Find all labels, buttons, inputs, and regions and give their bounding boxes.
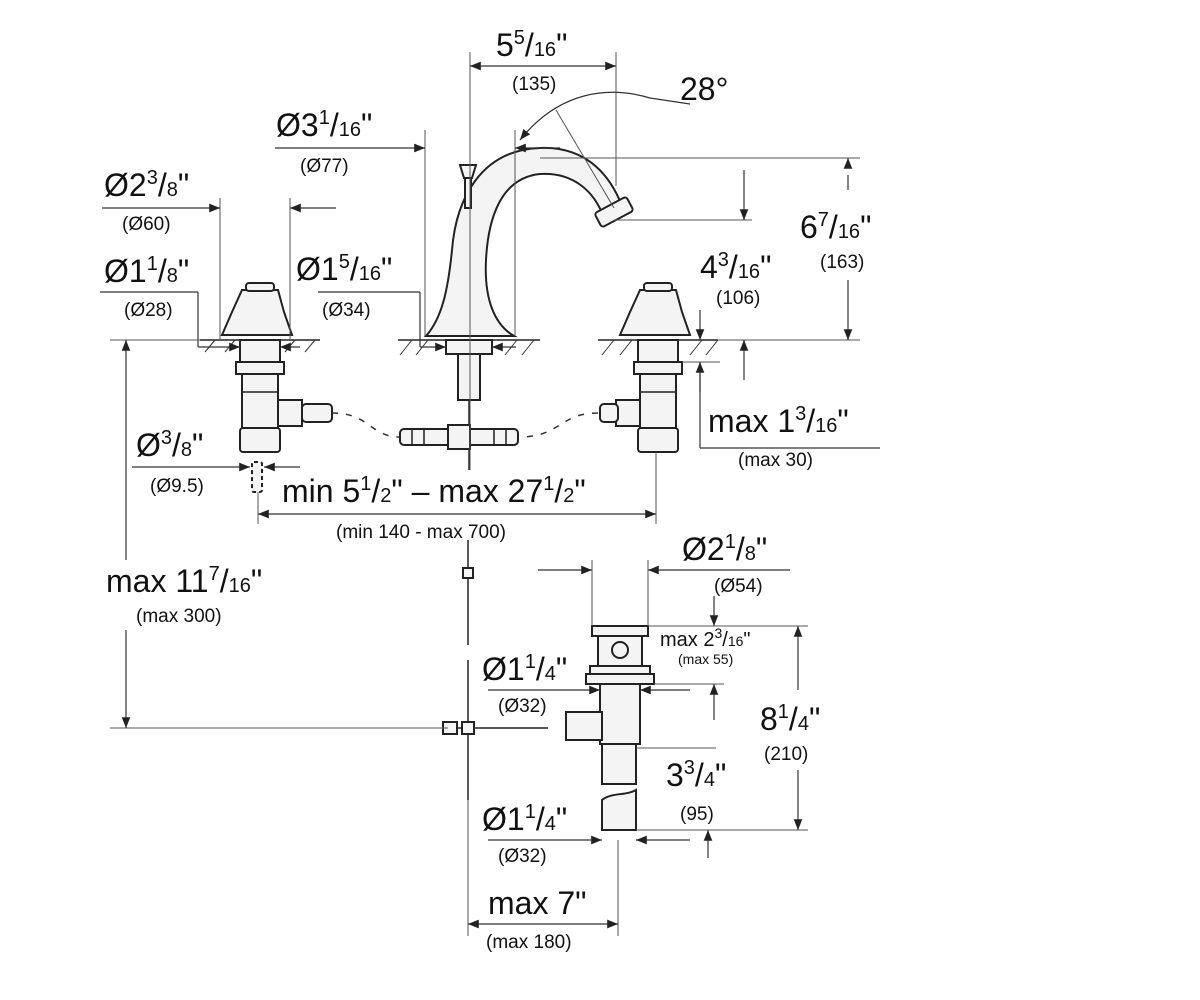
svg-text:(max 30): (max 30) xyxy=(738,450,813,471)
svg-text:(Ø34): (Ø34) xyxy=(322,300,371,321)
svg-text:Ø3/8": Ø3/8" xyxy=(136,427,203,463)
svg-text:(Ø54): (Ø54) xyxy=(714,576,763,597)
dim-tail-diameter: Ø11/4" (Ø32) xyxy=(482,801,567,867)
svg-text:43/16": 43/16" xyxy=(700,249,771,285)
svg-text:max 23/16": max 23/16" xyxy=(660,625,751,651)
svg-text:81/4": 81/4" xyxy=(760,701,820,737)
dim-supply-diameter: Ø3/8" (Ø9.5) xyxy=(136,427,204,497)
svg-text:max 117/16": max 117/16" xyxy=(106,563,262,599)
svg-text:(Ø32): (Ø32) xyxy=(498,696,547,717)
dim-max-depth: max 117/16" (max 300) xyxy=(106,563,262,627)
svg-text:(210): (210) xyxy=(764,744,808,765)
svg-text:(106): (106) xyxy=(716,288,760,309)
dim-spout-angle: 28° xyxy=(680,71,728,107)
dim-spout-reach: 55/16" (135) xyxy=(496,27,567,95)
dim-handle-spread: min 51/2" – max 271/2" (min 140 - max 70… xyxy=(282,473,586,543)
svg-text:(Ø77): (Ø77) xyxy=(300,156,349,177)
spout xyxy=(423,146,634,470)
dim-drain-flange: Ø21/8" (Ø54) xyxy=(682,531,767,597)
svg-text:(max 180): (max 180) xyxy=(486,932,572,953)
dim-tailpiece: 33/4" (95) xyxy=(666,757,726,825)
svg-text:(min 140 - max 700): (min 140 - max 700) xyxy=(336,522,506,543)
svg-text:Ø11/4": Ø11/4" xyxy=(482,651,567,687)
svg-text:33/4": 33/4" xyxy=(666,757,726,793)
svg-text:Ø23/8": Ø23/8" xyxy=(104,167,189,203)
dim-spout-diameter: Ø31/16" (Ø77) xyxy=(276,107,372,177)
svg-text:(95): (95) xyxy=(680,804,714,825)
svg-text:55/16": 55/16" xyxy=(496,27,567,63)
svg-text:Ø11/8": Ø11/8" xyxy=(104,253,189,289)
svg-text:min 51/2" – max 271/2": min 51/2" – max 271/2" xyxy=(282,473,586,509)
svg-text:(Ø28): (Ø28) xyxy=(124,300,173,321)
svg-text:Ø31/16": Ø31/16" xyxy=(276,107,372,143)
dim-handle-hole: Ø11/8" (Ø28) xyxy=(104,253,189,321)
dim-total-height: 67/16" (163) xyxy=(800,209,871,273)
dim-rod-reach: max 7" (max 180) xyxy=(486,885,587,953)
svg-text:max 7": max 7" xyxy=(488,885,587,921)
drain-assembly xyxy=(565,625,655,831)
dim-handle-diameter: Ø23/8" (Ø60) xyxy=(104,167,189,235)
dim-spout-hole: Ø15/16" (Ø34) xyxy=(296,251,392,321)
left-handle xyxy=(220,282,333,453)
svg-text:67/16": 67/16" xyxy=(800,209,871,245)
svg-text:max 13/16": max 13/16" xyxy=(708,403,849,439)
svg-text:Ø11/4": Ø11/4" xyxy=(482,801,567,837)
svg-text:(max 55): (max 55) xyxy=(678,651,733,667)
svg-text:(max 300): (max 300) xyxy=(136,606,222,627)
svg-text:Ø21/8": Ø21/8" xyxy=(682,531,767,567)
dimension-lines xyxy=(100,52,880,936)
dim-outlet-height: 43/16" (106) xyxy=(700,249,771,309)
dim-deck-thickness: max 13/16" (max 30) xyxy=(708,403,849,471)
svg-text:(Ø9.5): (Ø9.5) xyxy=(150,476,204,497)
dim-drain-height: 81/4" (210) xyxy=(760,701,820,765)
svg-text:(Ø32): (Ø32) xyxy=(498,846,547,867)
right-handle xyxy=(599,282,692,453)
svg-text:Ø15/16": Ø15/16" xyxy=(296,251,392,287)
supply-hoses xyxy=(331,412,599,450)
svg-text:(135): (135) xyxy=(512,74,556,95)
dim-drain-body-diameter: Ø11/4" (Ø32) xyxy=(482,651,567,717)
svg-text:(Ø60): (Ø60) xyxy=(122,214,171,235)
dim-drain-sink: max 23/16" (max 55) xyxy=(660,625,751,667)
supply-tail xyxy=(251,461,263,493)
svg-text:(163): (163) xyxy=(820,252,864,273)
